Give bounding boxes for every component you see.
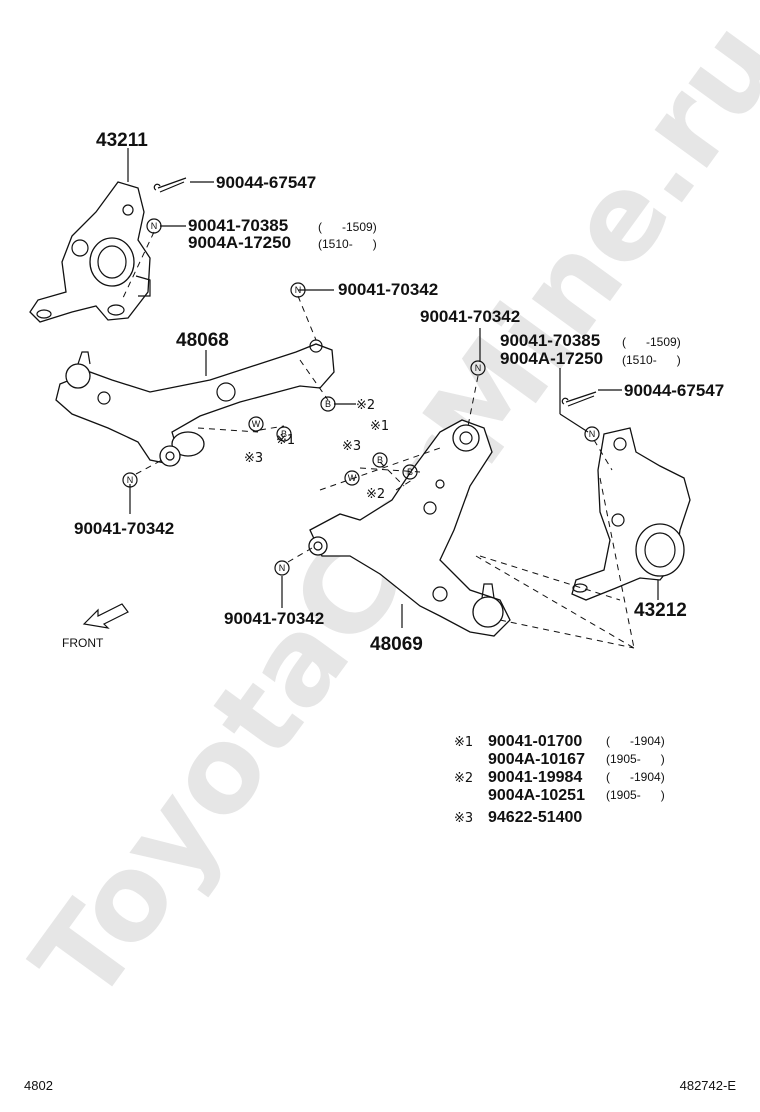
callout-nut-left-b: 9004A-17250 xyxy=(188,233,291,252)
note-3-part-a: 94622-51400 xyxy=(488,809,582,826)
leader-lines xyxy=(121,148,659,649)
svg-text:B: B xyxy=(281,429,287,439)
callout-nut-right-a: 90041-70385 xyxy=(500,331,600,350)
ref-mark-3-mid: ※3 xyxy=(342,439,361,454)
front-label: FRONT xyxy=(62,636,104,650)
note-2-part-b: 9004A-10251 xyxy=(488,787,585,804)
svg-text:N: N xyxy=(127,475,134,485)
svg-text:B: B xyxy=(407,467,413,477)
footer-right-code: 482742-E xyxy=(680,1078,737,1093)
callout-nut-right-bottom: 90041-70342 xyxy=(224,609,324,628)
lower-arm-left-drawing xyxy=(55,339,335,467)
note-1-part-a: 90041-01700 xyxy=(488,733,582,750)
note-3-mark: ※3 xyxy=(454,811,473,826)
note-2-part-a: 90041-19984 xyxy=(488,769,582,786)
svg-text:W: W xyxy=(252,419,261,429)
callout-nut-right-b-range: (1510- ) xyxy=(622,353,681,367)
ref-mark-2-mid: ※2 xyxy=(366,487,385,502)
lower-arm-right-drawing xyxy=(308,419,511,637)
knuckle-left-drawing xyxy=(29,181,151,323)
mark-n-4: N xyxy=(470,360,486,376)
note-2-range-b: (1905- ) xyxy=(606,788,665,802)
callout-nut-left-bottom: 90041-70342 xyxy=(74,519,174,538)
callout-nut-right-a-range: ( -1509) xyxy=(622,335,681,349)
mark-w-1: W xyxy=(248,416,264,432)
callout-nut-left-b-range: (1510- ) xyxy=(318,237,377,251)
note-1-part-b: 9004A-10167 xyxy=(488,751,585,768)
note-1-range-a: ( -1904) xyxy=(606,734,665,748)
svg-text:N: N xyxy=(295,285,302,295)
footer-left-code: 4802 xyxy=(24,1078,53,1093)
ref-mark-2-top: ※2 xyxy=(356,398,375,413)
mark-n-6: N xyxy=(274,560,290,576)
note-2-mark: ※2 xyxy=(454,771,473,786)
mark-n-1: N xyxy=(146,218,162,234)
svg-text:W: W xyxy=(348,473,357,483)
mark-n-3: N xyxy=(122,472,138,488)
ref-mark-1-left: ※1 xyxy=(276,433,295,448)
callout-nut-left-a: 90041-70385 xyxy=(188,216,288,235)
mark-b-2: B xyxy=(320,396,336,412)
callout-nut-right-top: 90041-70342 xyxy=(420,307,520,326)
callout-nut-top-mid: 90041-70342 xyxy=(338,280,438,299)
svg-text:B: B xyxy=(377,455,383,465)
knuckle-right-drawing xyxy=(571,427,691,601)
front-arrow-icon xyxy=(82,603,129,629)
svg-text:B: B xyxy=(325,399,331,409)
ref-mark-3-left: ※3 xyxy=(244,451,263,466)
callout-pin-left: 90044-67547 xyxy=(216,173,316,192)
mark-n-5: N xyxy=(584,426,600,442)
callout-nut-left-a-range: ( -1509) xyxy=(318,220,377,234)
callout-pin-right: 90044-67547 xyxy=(624,381,724,400)
svg-text:N: N xyxy=(589,429,596,439)
note-2-range-a: ( -1904) xyxy=(606,770,665,784)
mark-b-3: B xyxy=(372,452,388,468)
part-label-48068: 48068 xyxy=(176,330,229,351)
notes-block: ※1 90041-01700 ( -1904) 9004A-10167 (190… xyxy=(454,733,665,826)
callout-nut-right-b: 9004A-17250 xyxy=(500,349,603,368)
cotter-pin-left-icon xyxy=(153,177,187,193)
svg-text:N: N xyxy=(279,563,286,573)
svg-text:N: N xyxy=(151,221,158,231)
mark-b-4: B xyxy=(402,464,418,480)
part-label-48069: 48069 xyxy=(370,634,423,655)
part-label-43212: 43212 xyxy=(634,600,687,621)
note-1-mark: ※1 xyxy=(454,735,473,750)
mark-b-1: B xyxy=(276,426,292,442)
mark-n-2: N xyxy=(290,282,306,298)
part-label-43211: 43211 xyxy=(96,130,148,151)
mark-w-2: W xyxy=(344,470,360,486)
svg-text:N: N xyxy=(475,363,482,373)
cotter-pin-right-icon xyxy=(561,391,597,407)
note-1-range-b: (1905- ) xyxy=(606,752,665,766)
ref-mark-1-mid: ※1 xyxy=(370,419,389,434)
